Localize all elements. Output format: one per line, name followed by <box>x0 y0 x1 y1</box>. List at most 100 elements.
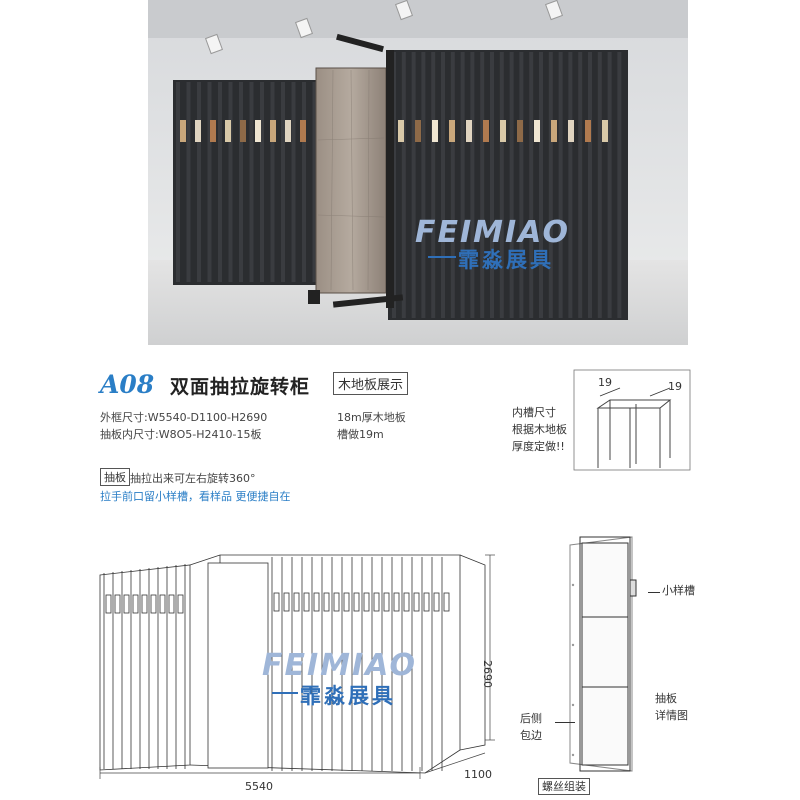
sample-slot <box>105 594 112 614</box>
sample-window <box>240 120 246 142</box>
product-photo <box>148 0 688 345</box>
sample-window <box>195 120 201 142</box>
sample-slot <box>393 592 400 612</box>
floor-thickness-spec: 18m厚木地板 <box>337 411 406 424</box>
cabinet-slat <box>460 52 465 318</box>
sample-slot <box>373 592 380 612</box>
sample-window <box>500 120 506 142</box>
cabinet-slat <box>207 82 212 282</box>
panel-detail-label: 抽板 详情图 <box>655 690 688 724</box>
cabinet-slat <box>607 52 612 318</box>
cabinet-slat <box>260 82 264 282</box>
cabinet-slat <box>197 82 201 282</box>
cabinet-slat <box>312 82 317 282</box>
cabinet-slat <box>548 52 553 318</box>
model-code: A08 <box>100 370 155 399</box>
cabinet-slat <box>597 52 602 318</box>
cabinet-slat <box>228 82 233 282</box>
sample-slot <box>123 594 130 614</box>
cabinet-slat <box>302 82 306 282</box>
cabinet-slat <box>218 82 222 282</box>
sample-slot <box>443 592 450 612</box>
cabinet-slat <box>401 52 406 318</box>
drawing-watermark-rule <box>272 692 298 694</box>
sample-window <box>415 120 421 142</box>
sample-slot <box>293 592 300 612</box>
cabinet-slat <box>176 82 180 282</box>
sample-slot <box>323 592 330 612</box>
watermark-en: FEIMIAO <box>415 215 570 250</box>
category-tag: 木地板展示 <box>333 372 409 395</box>
sample-slot <box>150 594 157 614</box>
back-edge-line1: 后侧 <box>520 712 542 725</box>
sample-window <box>517 120 523 142</box>
drawing-watermark-en: FEIMIAO <box>262 648 417 683</box>
cabinet-slat <box>291 82 296 282</box>
sample-slot <box>353 592 360 612</box>
depth-dimension: 1100 <box>464 768 492 781</box>
sample-slot <box>433 592 440 612</box>
watermark-rule <box>428 256 456 258</box>
cabinet-slat <box>490 52 494 318</box>
cabinet-slat <box>249 82 254 282</box>
sample-window <box>534 120 540 142</box>
sample-window <box>210 120 216 142</box>
sample-slot-pointer <box>648 592 660 593</box>
cabinet-slat <box>480 52 485 318</box>
slot-note-line2: 根据木地板 <box>512 423 567 436</box>
sample-slot <box>403 592 410 612</box>
sample-slot <box>273 592 280 612</box>
sample-window <box>585 120 591 142</box>
screw-assembly-tag: 螺丝组装 <box>538 778 590 795</box>
sample-slot <box>413 592 420 612</box>
back-edge-label: 后侧 包边 <box>520 710 542 744</box>
sample-slot <box>132 594 139 614</box>
sample-slot <box>363 592 370 612</box>
slot-dim-left: 19 <box>598 376 612 389</box>
sample-window <box>180 120 186 142</box>
slot-note-line3: 厚度定做!! <box>512 440 565 453</box>
sample-window <box>602 120 608 142</box>
cabinet-slat <box>499 52 504 318</box>
sample-slot <box>423 592 430 612</box>
sample-window <box>568 120 574 142</box>
cabinet-slat <box>239 82 243 282</box>
slot-section-drawing <box>573 369 691 471</box>
cabinet-slat <box>539 52 543 318</box>
sample-slot-label: 小样槽 <box>662 584 695 597</box>
sample-window <box>449 120 455 142</box>
slot-dim-right: 19 <box>668 380 682 393</box>
slot-depth-spec: 槽做19m <box>337 428 384 441</box>
pulled-drawer <box>207 562 269 769</box>
sample-window <box>398 120 404 142</box>
cabinet-slat <box>509 52 514 318</box>
sample-slot <box>343 592 350 612</box>
sample-window <box>285 120 291 142</box>
drawing-watermark-cn: 霏淼展具 <box>300 684 396 708</box>
sample-window <box>300 120 306 142</box>
showroom-render <box>148 0 688 345</box>
sample-window <box>225 120 231 142</box>
slot-note: 内槽尺寸 根据木地板 厚度定做!! <box>512 404 567 455</box>
width-dimension: 5540 <box>245 780 273 793</box>
cabinet-slat <box>617 52 622 318</box>
drawer-description: 抽拉出来可左右旋转360° <box>130 472 256 485</box>
height-dimension: 2690 <box>481 660 494 688</box>
cabinet-slat <box>281 82 285 282</box>
cabinet-slat <box>411 52 416 318</box>
panel-detail-drawing <box>569 536 637 772</box>
sample-slot <box>283 592 290 612</box>
sample-slot <box>313 592 320 612</box>
sample-slot <box>114 594 121 614</box>
cabinet-slat <box>450 52 455 318</box>
watermark-cn: 霏淼展具 <box>458 248 554 272</box>
product-title: 双面抽拉旋转柜 <box>170 376 311 398</box>
cabinet-slat <box>441 52 445 318</box>
panel-detail-line2: 详情图 <box>655 709 688 722</box>
cabinet-slat <box>421 52 426 318</box>
sample-window <box>270 120 276 142</box>
sample-window <box>466 120 472 142</box>
drawer-highlight: 拉手前口留小样槽，看样品 更便捷自在 <box>100 490 291 503</box>
inner-drawer-spec: 抽板内尺寸:W8O5-H2410-15板 <box>100 428 262 441</box>
cabinet-slat <box>270 82 275 282</box>
